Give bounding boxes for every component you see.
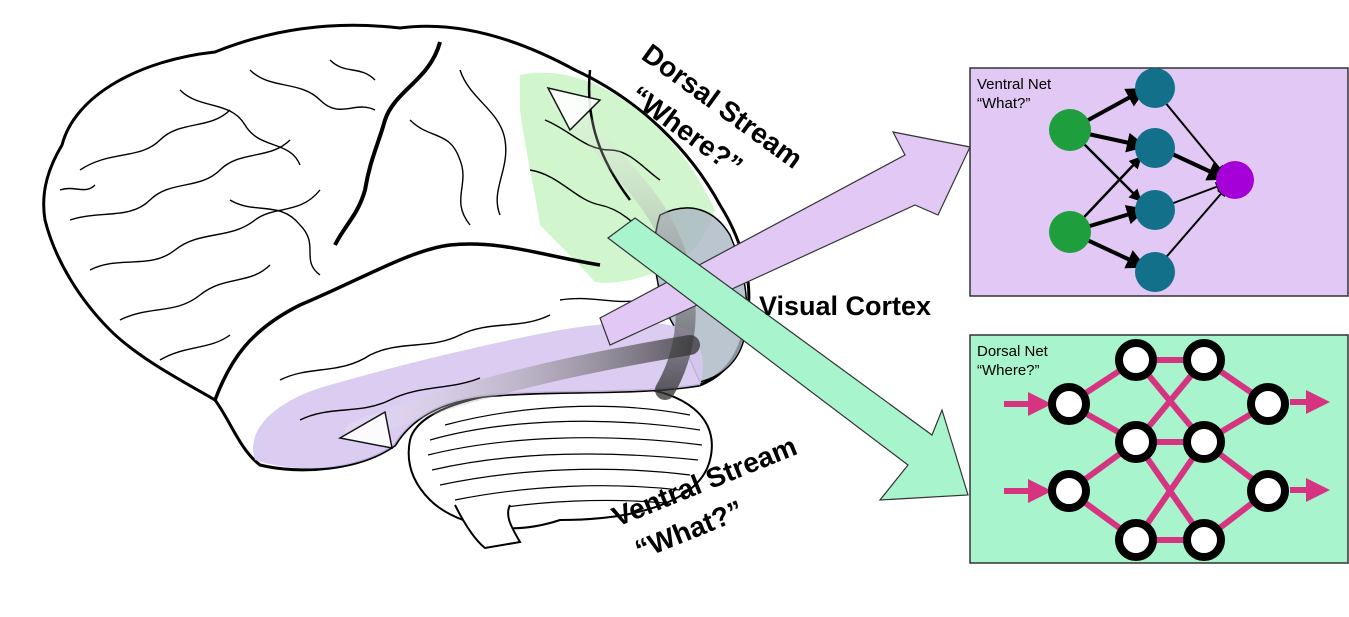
dorsal-net-subtitle: “Where?”	[977, 362, 1040, 379]
dorsal-input-node	[1048, 470, 1090, 512]
dorsal-net-nodes	[1048, 339, 1289, 561]
ventral-net-subtitle: “What?”	[977, 95, 1030, 112]
visual-cortex-label: Visual Cortex	[759, 291, 931, 321]
dorsal-hidden2-node	[1183, 339, 1225, 381]
dorsal-hidden1-node	[1115, 421, 1157, 463]
dorsal-hidden1-node	[1115, 519, 1157, 561]
dorsal-hidden2-node	[1183, 421, 1225, 463]
dorsal-input-node	[1048, 383, 1090, 425]
dorsal-output-node	[1247, 470, 1289, 512]
ventral-input-node	[1049, 211, 1091, 253]
cerebellum-folia	[427, 405, 703, 513]
dorsal-net-panel: Dorsal Net “Where?”	[969, 334, 1349, 564]
ventral-hidden-node	[1135, 128, 1175, 168]
ventral-net-panel: Ventral Net “What?”	[969, 67, 1349, 297]
dorsal-net-arrow	[606, 217, 969, 501]
ventral-stream-arrowhead	[337, 410, 393, 449]
ventral-output-node	[1216, 161, 1254, 199]
ventral-hidden-node	[1135, 252, 1175, 292]
dorsal-output-node	[1247, 383, 1289, 425]
brain-gyri	[59, 59, 661, 421]
ventral-hidden-node	[1135, 190, 1175, 230]
ventral-input-node	[1049, 109, 1091, 151]
brainstem	[454, 504, 522, 550]
dorsal-hidden2-node	[1183, 519, 1225, 561]
dorsal-stream-arrowhead	[546, 86, 602, 132]
ventral-net-title: Ventral Net	[977, 76, 1052, 93]
ventral-hidden-node	[1135, 68, 1175, 108]
dorsal-hidden1-node	[1115, 339, 1157, 381]
dorsal-net-title: Dorsal Net	[977, 343, 1049, 360]
